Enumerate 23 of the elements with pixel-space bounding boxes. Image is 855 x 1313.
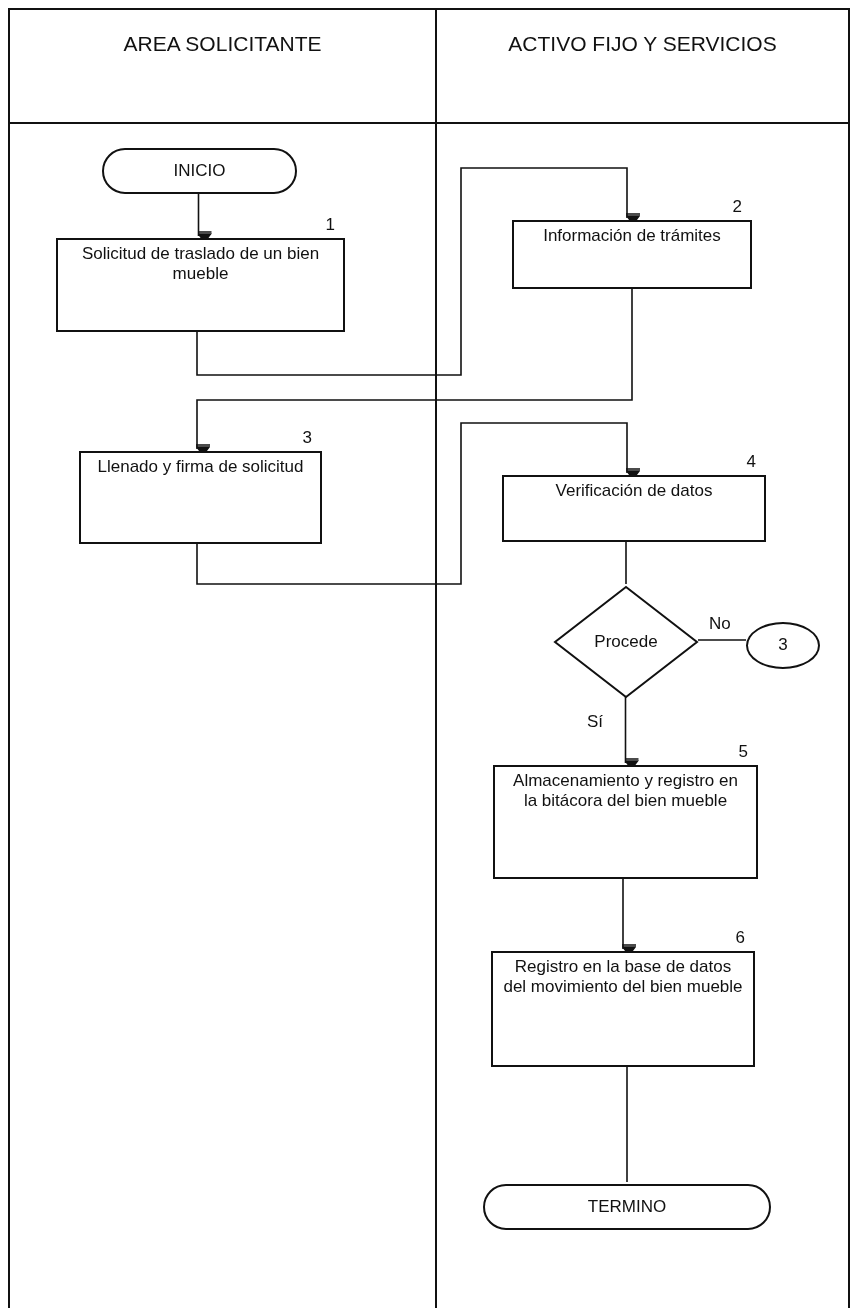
step-number: 1 — [325, 215, 335, 236]
terminator-shape — [483, 1184, 771, 1230]
step-number: 5 — [738, 742, 748, 763]
step-number: 2 — [732, 197, 742, 218]
node-label: Registro en la base de datos del movimiento del bien mueble — [503, 957, 743, 998]
step-number: 4 — [746, 452, 756, 473]
step-number: 3 — [302, 428, 312, 449]
decision-diamond — [554, 586, 698, 698]
node-label: INICIO — [173, 160, 226, 182]
lane-header: ACTIVO FIJO Y SERVICIOS — [437, 10, 848, 124]
node-label: Llenado y firma de solicitud — [97, 457, 304, 478]
swimlane — [8, 8, 437, 1308]
node-label: Información de trámites — [543, 226, 721, 247]
node-label: Verificación de datos — [555, 481, 713, 502]
step-number: 6 — [735, 928, 745, 949]
node-label: 3 — [778, 635, 788, 656]
lane-header: AREA SOLICITANTE — [10, 10, 435, 124]
node-label: Procede — [594, 631, 658, 653]
node-label: TERMINO — [587, 1196, 667, 1218]
node-label: Solicitud de traslado de un bien mueble — [80, 244, 321, 285]
swimlane — [437, 8, 850, 1308]
terminator-shape — [102, 148, 297, 194]
node-label: Almacenamiento y registro en la bitácora del bien mueble — [512, 771, 739, 812]
